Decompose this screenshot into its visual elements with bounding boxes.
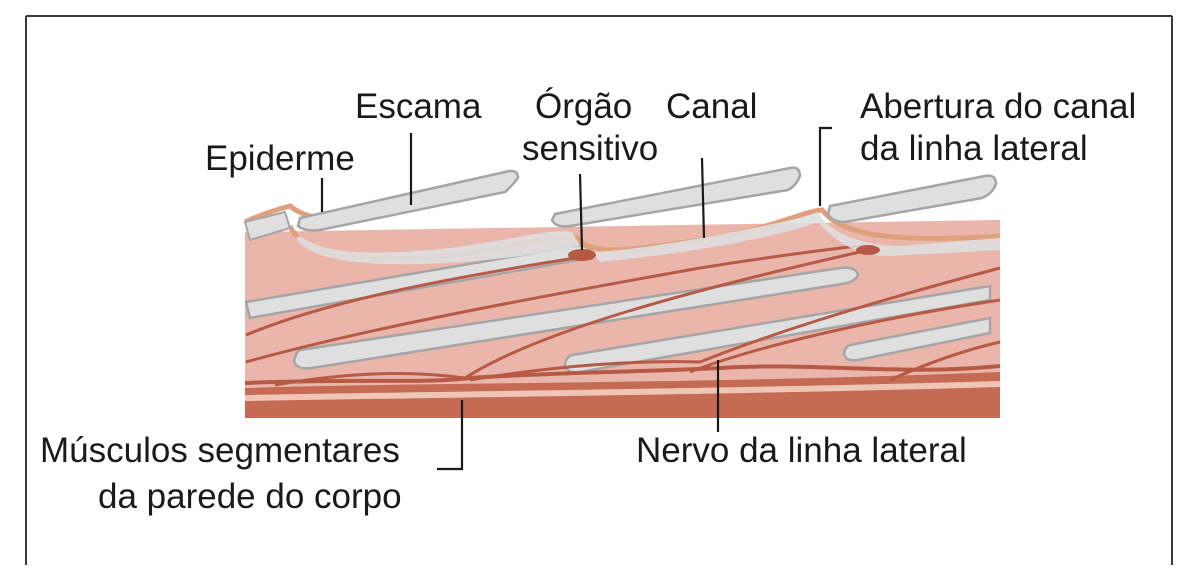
label-nervo: Nervo da linha lateral (636, 431, 967, 470)
label-canal: Canal (666, 87, 757, 126)
leader-canal (700, 157, 706, 239)
surface-scales (243, 166, 998, 242)
deep-scales (244, 244, 992, 374)
label-orgao-line2: sensitivo (522, 129, 658, 168)
label-epiderme: Epiderme (205, 139, 355, 178)
label-escama: Escama (355, 87, 482, 126)
label-abertura-line1: Abertura do canal (860, 87, 1136, 126)
leader-abertura (818, 126, 832, 206)
figure-frame (25, 15, 1173, 565)
label-musculos-line1: Músculos segmentares (40, 431, 400, 470)
lateral-line-nerve (244, 364, 1001, 385)
nerve-fibers (245, 243, 1001, 387)
leader-lines (320, 126, 832, 471)
leader-musculos (437, 400, 464, 471)
leader-orgao (578, 173, 584, 251)
label-orgao-line1: Órgão (535, 87, 632, 126)
sensory-organs (568, 245, 880, 261)
labels: Escama Epiderme Órgão sensitivo Canal Ab… (40, 87, 1136, 516)
label-musculos-line2: da parede do corpo (98, 477, 402, 516)
label-abertura-line2: da linha lateral (860, 129, 1088, 168)
